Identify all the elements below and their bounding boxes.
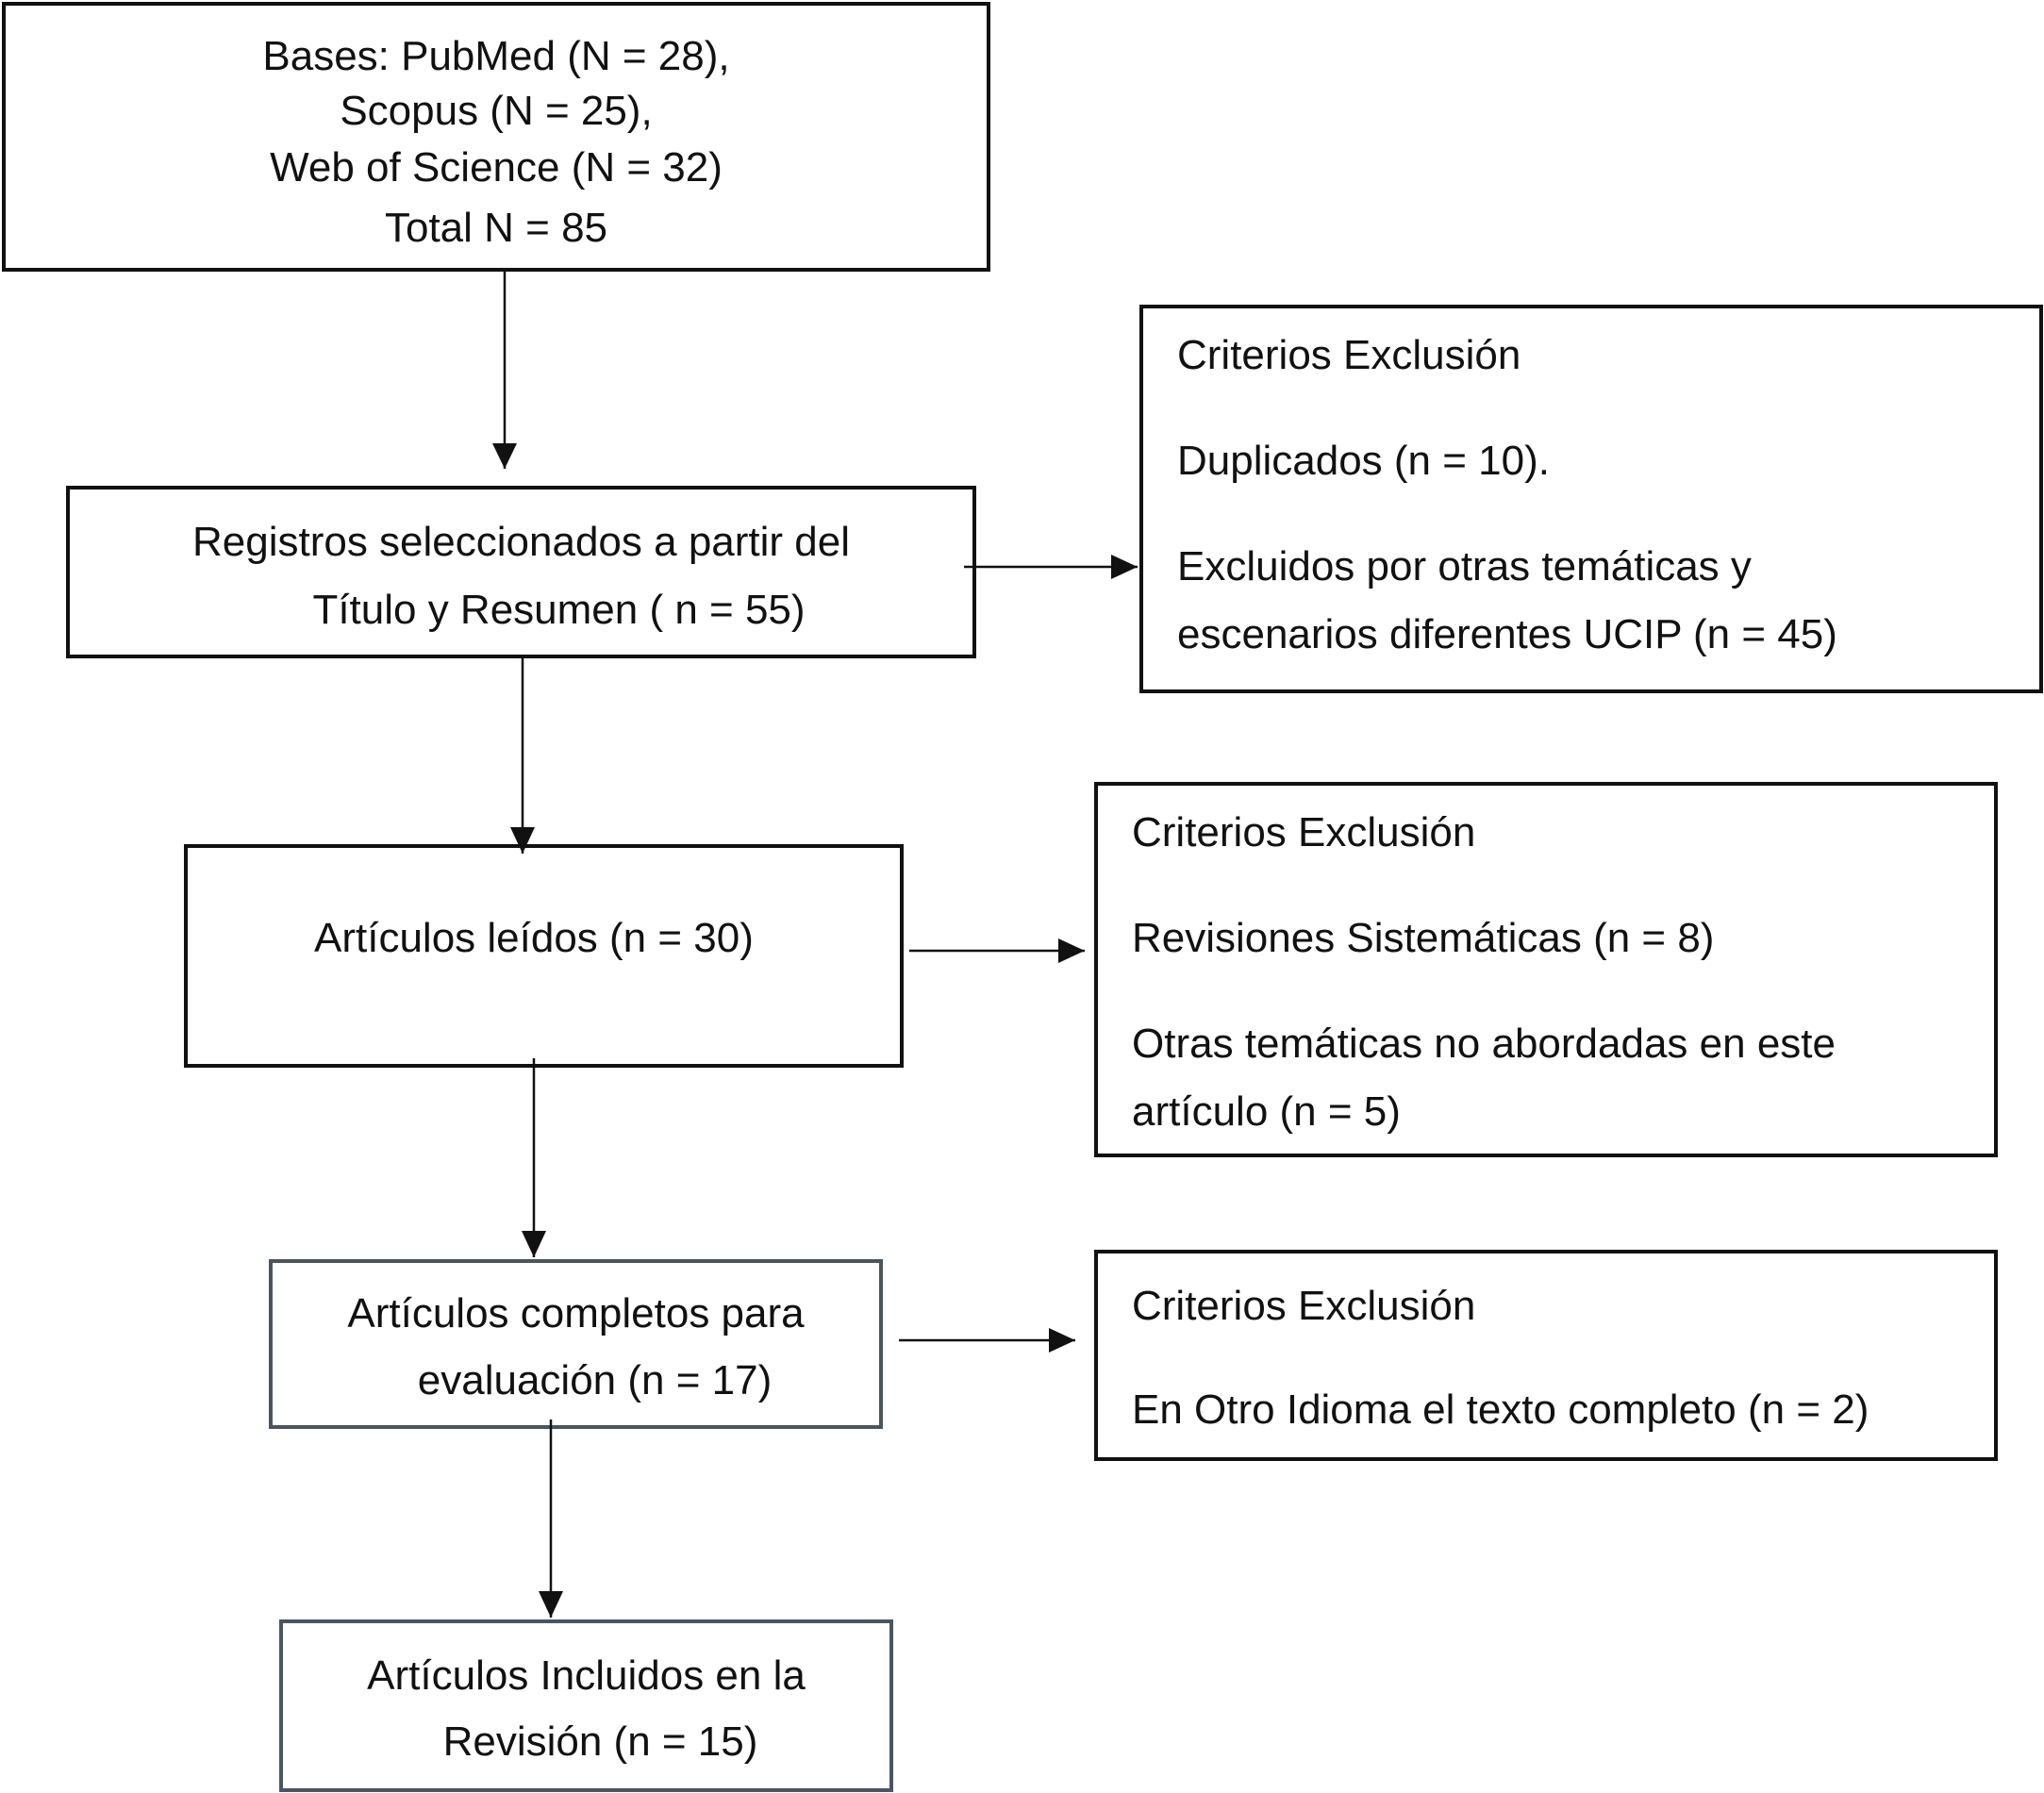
exclusion-1-item-2: Excluidos por otras temáticas y xyxy=(1177,543,1752,589)
arrowhead-5 xyxy=(1111,555,1138,579)
exclusion-1-item-3: escenarios diferentes UCIP (n = 45) xyxy=(1177,611,1837,657)
full-text-line-1: Artículos completos para xyxy=(347,1290,805,1336)
full-text-line-2: evaluación (n = 17) xyxy=(417,1357,773,1403)
screened-line-2: Título y Resumen ( n = 55) xyxy=(312,587,806,633)
sources-line-4: Total N = 85 xyxy=(384,205,608,251)
exclusion-2-item-3: artículo (n = 5) xyxy=(1132,1088,1401,1135)
exclusion-criteria-box-1: Criterios Exclusión Duplicados (n = 10).… xyxy=(1139,305,2043,693)
articles-read-line-1: Artículos leídos (n = 30) xyxy=(314,915,754,961)
articles-read-box: Artículos leídos (n = 30) xyxy=(184,844,904,1068)
sources-line-3: Web of Science (N = 32) xyxy=(270,144,723,191)
full-text-box: Artículos completos para evaluación (n =… xyxy=(269,1259,883,1429)
exclusion-criteria-box-2: Criterios Exclusión Revisiones Sistemáti… xyxy=(1094,782,1998,1157)
exclusion-2-heading: Criterios Exclusión xyxy=(1132,809,1476,855)
arrowhead-6 xyxy=(1058,938,1085,963)
exclusion-1-item-1: Duplicados (n = 10). xyxy=(1177,438,1550,484)
exclusion-criteria-box-3: Criterios Exclusión En Otro Idioma el te… xyxy=(1094,1250,1998,1461)
included-line-1: Artículos Incluidos en la xyxy=(367,1652,806,1699)
screened-box: Registros seleccionados a partir del Tít… xyxy=(66,486,976,658)
arrowhead-3 xyxy=(522,1231,546,1257)
exclusion-3-item-1: En Otro Idioma el texto completo (n = 2) xyxy=(1132,1386,1870,1433)
exclusion-3-heading: Criterios Exclusión xyxy=(1132,1283,1476,1329)
sources-box: Bases: PubMed (N = 28), Scopus (N = 25),… xyxy=(2,2,990,272)
exclusion-2-item-2: Otras temáticas no abordadas en este xyxy=(1132,1021,1836,1067)
sources-line-1: Bases: PubMed (N = 28), xyxy=(262,33,730,79)
arrowhead-7 xyxy=(1049,1328,1075,1353)
arrowhead-1 xyxy=(492,443,517,469)
screened-line-1: Registros seleccionados a partir del xyxy=(191,519,851,565)
included-box: Artículos Incluidos en la Revisión (n = … xyxy=(279,1619,893,1792)
arrowhead-4 xyxy=(539,1591,563,1618)
sources-line-2: Scopus (N = 25), xyxy=(340,88,653,134)
exclusion-1-heading: Criterios Exclusión xyxy=(1177,332,1521,378)
exclusion-2-item-1: Revisiones Sistemáticas (n = 8) xyxy=(1132,915,1715,961)
included-line-2: Revisión (n = 15) xyxy=(442,1718,758,1765)
